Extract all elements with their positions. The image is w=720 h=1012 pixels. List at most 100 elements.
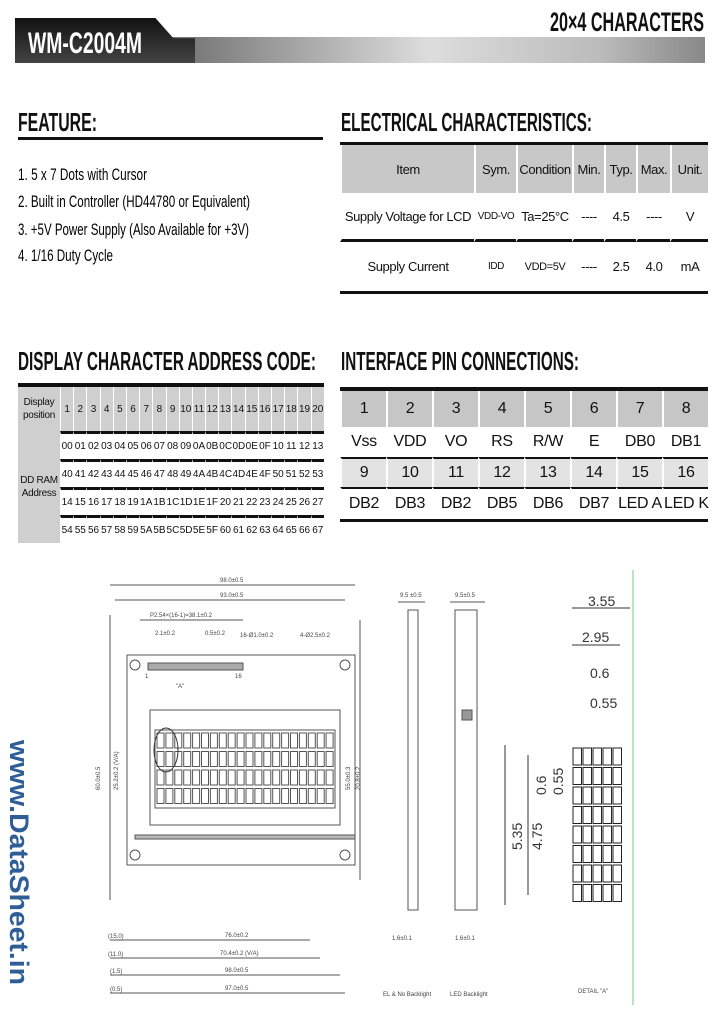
pin-cell: DB5 (478, 487, 524, 519)
address-cell: 27 (310, 487, 324, 515)
address-cell: 04 (112, 431, 126, 459)
address-cell: 4D (231, 459, 245, 487)
char-cell (307, 788, 316, 804)
dot (582, 825, 592, 844)
char-cell (307, 732, 316, 749)
char-cell (290, 732, 298, 749)
dim-label: 93.0±0.5 (220, 593, 244, 599)
address-cell: 46 (139, 459, 153, 487)
pin-header (147, 662, 244, 671)
dot (582, 845, 592, 863)
feature-title-text: FEATURE: (18, 107, 97, 136)
char-cell (325, 732, 334, 749)
pin-cell: DB2 (432, 487, 478, 519)
address-cell: 5A (139, 515, 152, 543)
dot (612, 845, 622, 863)
char-cell (165, 788, 174, 804)
char-cell (263, 751, 272, 767)
pin-cell: 16 (662, 457, 708, 487)
pin-cell: 6 (570, 391, 616, 427)
address-cell: 23 (257, 487, 272, 515)
dot (602, 864, 612, 883)
dim-label: 2.1±0.2 (155, 631, 176, 637)
char-cell (201, 788, 209, 804)
dot (572, 845, 582, 863)
dot (602, 767, 612, 785)
header-cell: Max. (636, 145, 670, 193)
address-cell: 22 (244, 487, 258, 515)
pin-cell: RS (478, 427, 524, 457)
position-cell: 11 (191, 387, 206, 431)
cell: Supply Voltage for LCD (340, 193, 474, 242)
char-cell (281, 732, 290, 749)
row-label: Display position (18, 387, 61, 431)
dim-label: 20.8±0.2 (356, 766, 362, 790)
address-cell: 42 (86, 459, 100, 487)
dot (602, 747, 612, 766)
dim-label: 9.5 ±0.5 (400, 593, 422, 599)
row-label: DD RAM Address (18, 431, 61, 543)
dot (592, 825, 602, 844)
address-cell: 06 (139, 431, 153, 459)
led-block (461, 709, 473, 721)
char-cell (209, 732, 218, 749)
char-cell (245, 769, 254, 786)
characters-heading-text: 20×4 CHARACTERS (550, 7, 704, 37)
char-cell (218, 732, 227, 749)
address-cell: 49 (178, 459, 192, 487)
char-cell (325, 751, 334, 767)
address-cell: 5C (165, 515, 179, 543)
address-cell: 26 (297, 487, 311, 515)
pin-cell: LED A (616, 487, 662, 519)
address-cell: 52 (297, 459, 311, 487)
dim-label: 76.0±0.2 (225, 933, 249, 939)
address-cell: 18 (112, 487, 126, 515)
dim-label: 55.0±0.3 (346, 766, 352, 790)
char-cell (236, 751, 245, 767)
address-cell: 58 (112, 515, 126, 543)
caption: DETAIL "A" (578, 989, 608, 995)
address-cell: 0E (244, 431, 258, 459)
dot (602, 884, 612, 902)
mount-hole (339, 659, 351, 671)
dot (582, 864, 592, 883)
char-cell (174, 769, 183, 786)
pin-cell: DB7 (570, 487, 616, 519)
char-cell (316, 769, 325, 786)
char-cell (156, 788, 165, 804)
dot (612, 825, 622, 844)
side-view-led (450, 601, 485, 911)
char-cell (245, 788, 254, 804)
dot (602, 825, 612, 844)
address-cell: 62 (244, 515, 258, 543)
char-cell (281, 788, 290, 804)
address-cell: 43 (99, 459, 113, 487)
pcb-outline (126, 654, 356, 866)
electrical-table: Item Sym. Condition Min. Typ. Max. Unit.… (340, 142, 708, 294)
position-cell: 19 (297, 387, 311, 431)
address-cell: 55 (73, 515, 87, 543)
char-cell (174, 788, 183, 804)
dim-label: 0.55 (590, 695, 617, 711)
position-cell: 3 (86, 387, 100, 431)
address-cell: 11 (284, 431, 298, 459)
address-cell: 4E (244, 459, 258, 487)
pin-cell: DB2 (340, 487, 386, 519)
dot (612, 767, 622, 785)
table-row: Supply Current IDD VDD=5V ---- 2.5 4.0 m… (340, 242, 708, 291)
dot (572, 747, 582, 766)
char-cell (307, 769, 316, 786)
position-cell: 6 (125, 387, 140, 431)
position-cell: 12 (205, 387, 219, 431)
address-cell: 40 (60, 459, 74, 487)
char-cell (316, 751, 325, 767)
char-cell (156, 769, 165, 786)
dim-label: 0.55 (550, 768, 566, 795)
cell: Supply Current (340, 242, 474, 291)
char-cell (183, 769, 192, 786)
pin-cell: 13 (524, 457, 570, 487)
